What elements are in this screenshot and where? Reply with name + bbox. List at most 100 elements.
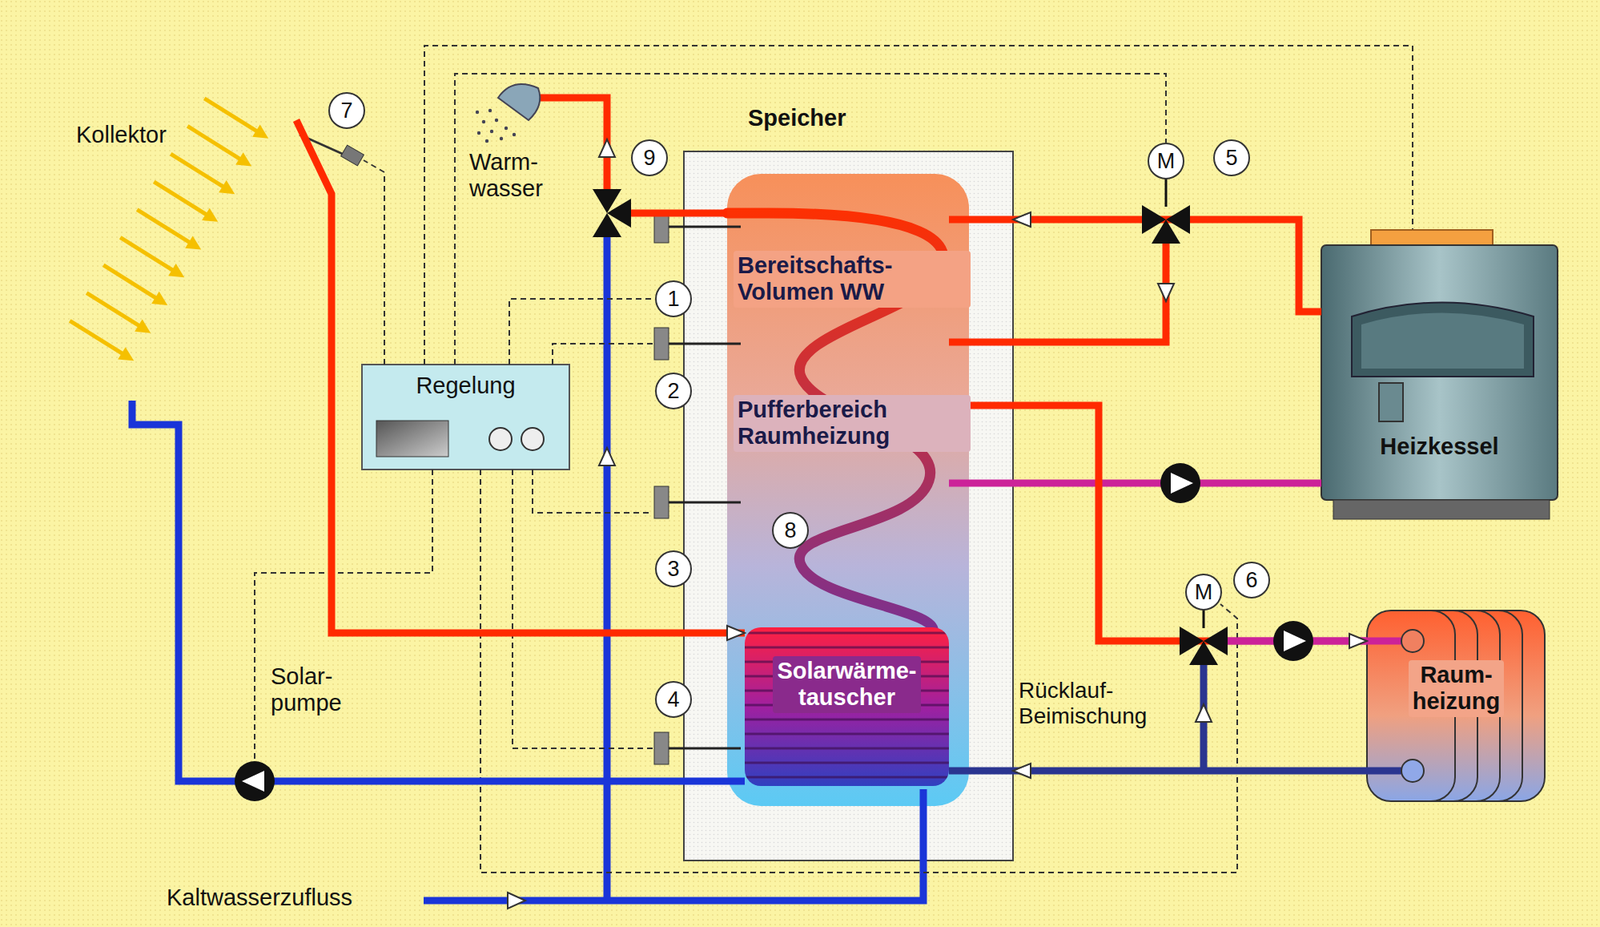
sun-rays — [136, 209, 192, 245]
boiler-drawing — [1361, 313, 1524, 370]
shower-head — [499, 136, 503, 141]
pipe-connector — [1013, 219, 1322, 312]
shower-head — [475, 84, 540, 143]
controller-unit — [521, 427, 544, 451]
water-pipes — [603, 228, 612, 901]
mixing-valve — [1151, 219, 1181, 244]
pump-symbol — [1283, 630, 1307, 652]
sun-rays — [184, 235, 202, 250]
storage-tank-drawing — [948, 479, 1014, 487]
callout-number: 9 — [631, 139, 668, 177]
valve-label: Rücklauf- Beimischung — [1018, 677, 1147, 729]
control-wires — [254, 45, 1413, 873]
shower-head — [490, 129, 494, 133]
tank-sensors — [668, 225, 741, 229]
radiator-drawing — [1401, 759, 1424, 782]
sun-rays — [120, 237, 175, 272]
tank-sensors — [654, 210, 741, 764]
storage-tank-drawing — [744, 627, 949, 786]
boiler-drawing — [1321, 245, 1558, 500]
flow-arrows — [598, 139, 616, 157]
boiler-drawing — [1351, 302, 1534, 378]
shower-head — [512, 132, 516, 137]
storage-tank-drawing — [683, 151, 1166, 861]
control-wires — [509, 298, 653, 365]
flow-arrows — [1157, 283, 1174, 302]
storage-tank-drawing — [948, 767, 1014, 775]
sun-rays — [103, 265, 158, 300]
node-label: Regelung — [415, 372, 515, 399]
water-pipes — [534, 97, 608, 201]
boiler: Heizkessel — [1321, 228, 1558, 517]
solar-heat-exchanger: Solarwärme- tauscher — [744, 627, 949, 786]
pipe-label: Kaltwasserzufluss — [166, 884, 353, 911]
pipe-label: Warm- wasser — [469, 148, 543, 203]
control-wires — [512, 469, 653, 748]
storage-tank-drawing — [744, 627, 949, 786]
pump-symbol — [234, 462, 1314, 801]
controller-unit — [361, 364, 570, 470]
motor-stems — [1165, 177, 1168, 207]
pump-symbol — [234, 760, 275, 801]
sun-rays — [134, 318, 151, 333]
tank-sensors — [668, 747, 741, 750]
radiator-drawing — [1401, 629, 1424, 652]
sun-rays — [170, 153, 226, 189]
pump-label: Solar- pumpe — [270, 663, 342, 717]
motor-stems — [1165, 177, 1204, 628]
sun-rays — [168, 263, 185, 278]
sun-rays — [204, 98, 259, 133]
tank-sensors — [654, 327, 669, 360]
controller-unit — [361, 364, 570, 470]
flow-arrows — [507, 139, 1212, 909]
mixing-valve — [592, 188, 1228, 665]
pipe-connector — [1013, 405, 1367, 641]
controller-unit — [489, 427, 512, 451]
shower-head — [498, 84, 540, 121]
shower-head — [485, 139, 489, 143]
shower-head — [488, 108, 492, 113]
node-label: Solarwärme- tauscher — [772, 655, 921, 713]
shower-head — [475, 108, 516, 143]
sun-rays — [201, 208, 218, 222]
control-wires — [552, 343, 653, 365]
controller-unit — [376, 420, 449, 457]
radiator: Raum- heizung — [1366, 610, 1546, 801]
sun-rays — [69, 98, 269, 362]
mixing-valve — [1189, 640, 1219, 665]
node-label: Bereitschafts- Volumen WW — [733, 250, 971, 308]
tank-sensors — [668, 501, 741, 504]
control-wires — [424, 45, 1413, 365]
callout-number: 5 — [1213, 139, 1251, 177]
sun-rays — [252, 124, 269, 139]
storage-tank-drawing — [948, 228, 1166, 342]
pump-symbol — [1160, 462, 1201, 503]
flow-arrows — [507, 892, 526, 909]
shower-head — [477, 131, 481, 135]
callout-number: 2 — [655, 372, 692, 410]
boiler-drawing — [1333, 499, 1550, 519]
water-pipes — [621, 209, 728, 218]
control-wires — [532, 469, 653, 513]
pump-symbol — [241, 770, 265, 792]
sun-rays — [153, 181, 209, 217]
motor-stems — [1202, 608, 1206, 628]
tank-sensors — [654, 486, 669, 519]
shower-head — [494, 118, 499, 122]
shower-head — [482, 120, 486, 124]
shower-head — [475, 110, 479, 114]
controller-box: Regelung — [361, 364, 570, 470]
storage-tank-drawing — [948, 216, 1014, 224]
tank-sensors — [668, 342, 741, 346]
pipe-connector — [132, 400, 745, 781]
pump-symbol — [1273, 620, 1314, 661]
shower-head — [504, 126, 508, 130]
callout-number: 3 — [655, 550, 692, 587]
collector-sensor — [341, 144, 365, 166]
tank-heading: Speicher — [747, 104, 847, 132]
callout-number: 4 — [655, 680, 692, 718]
